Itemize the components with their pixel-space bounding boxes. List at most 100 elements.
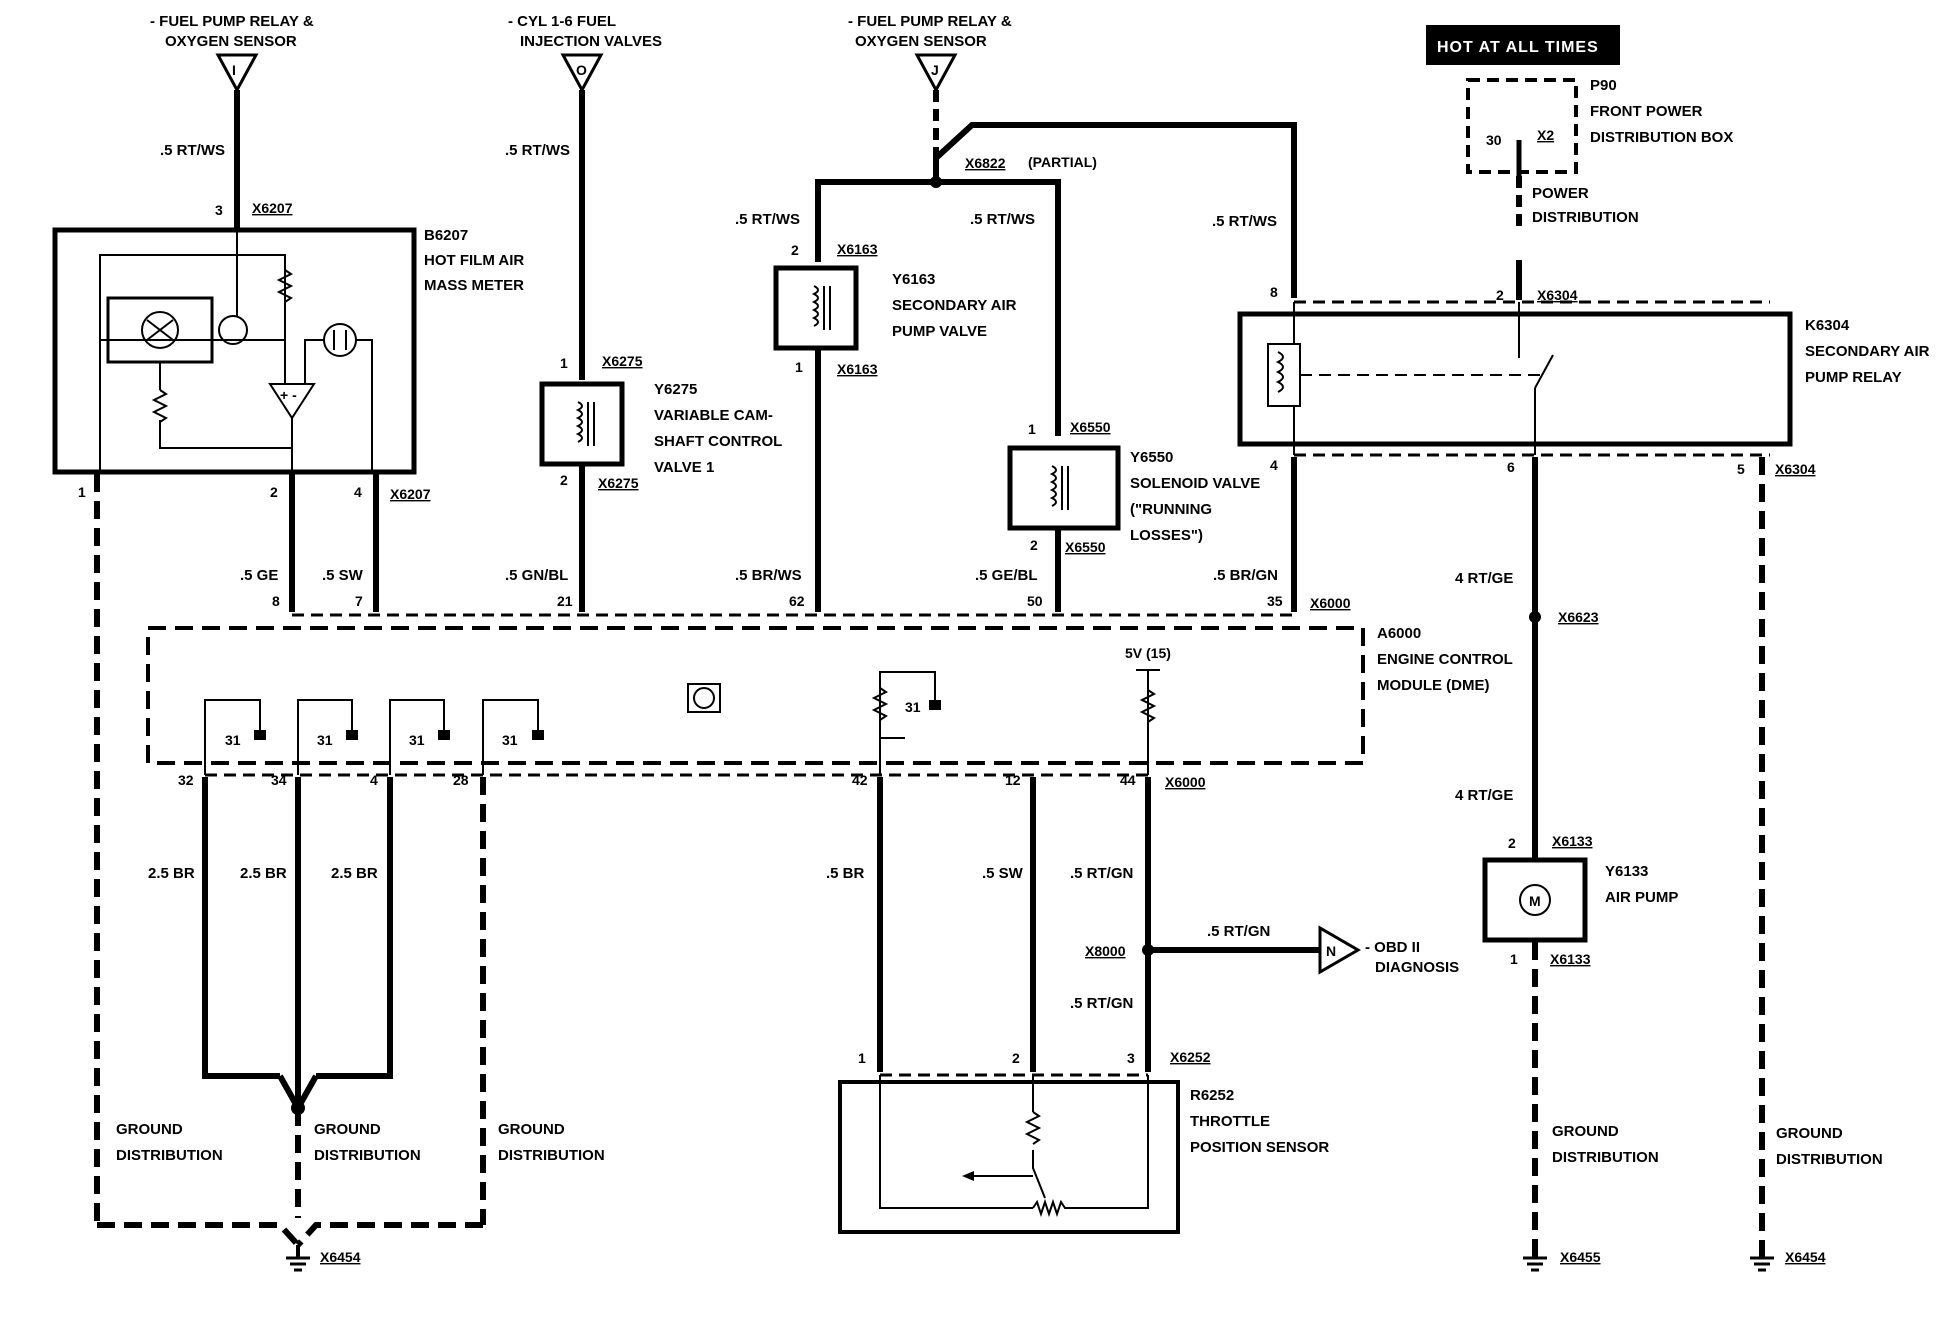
- connector-letter: N: [1326, 943, 1336, 959]
- connector-id: X6455: [1560, 1249, 1601, 1265]
- ground-symbol-icon: [1750, 1256, 1774, 1272]
- ecm-ground-circuit: [482, 699, 539, 775]
- ecm-ground-label: 31: [502, 732, 518, 748]
- wire-label: .5 GE: [240, 567, 278, 584]
- ecm-tps-circuit: [879, 671, 936, 775]
- b6207-internal-wire: [356, 339, 373, 472]
- connector-label-line: - CYL 1-6 FUEL: [508, 13, 616, 30]
- connector-id: X6207: [390, 486, 431, 502]
- pin-number: 3: [215, 202, 223, 218]
- k6304-label-line: SECONDARY AIR: [1805, 343, 1930, 360]
- y6550-label-line: ("RUNNING: [1130, 501, 1212, 518]
- tps-internal-wire: [879, 1075, 1033, 1209]
- connector-id: X6454: [1785, 1249, 1826, 1265]
- pin-number: 2: [1508, 835, 1516, 851]
- pin-number: 34: [271, 772, 287, 788]
- pin-number: 4: [370, 772, 378, 788]
- wire-ground-bus-left: [97, 1222, 301, 1248]
- pin-number: 2: [1012, 1050, 1020, 1066]
- y6163-secondary-air-pump-valve: Y6163 SECONDARY AIR PUMP VALVE: [773, 265, 1017, 351]
- ground-distribution-label: GROUND: [1776, 1125, 1843, 1142]
- pin-number: 8: [1270, 284, 1278, 300]
- p90-pin: 30: [1486, 132, 1502, 148]
- wire-label: .5 BR/WS: [735, 567, 802, 584]
- pin-number: 28: [453, 772, 469, 788]
- relay-coil-box: [1267, 343, 1301, 407]
- y6550-label-line: LOSSES"): [1130, 527, 1203, 544]
- k6304-secondary-air-pump-relay: K6304 SECONDARY AIR PUMP RELAY: [1237, 300, 1930, 457]
- resistor-icon: [1139, 689, 1157, 723]
- r6252-throttle-position-sensor: R6252 THROTTLE POSITION SENSOR: [838, 1073, 1329, 1234]
- pin-number: 42: [852, 772, 868, 788]
- wire-splice-to-y6550: [936, 179, 1061, 436]
- transistor-icon: [218, 315, 248, 345]
- pin-number: 2: [270, 484, 278, 500]
- connector-letter: J: [931, 62, 939, 78]
- ground-distribution-label: DISTRIBUTION: [498, 1147, 605, 1164]
- wire-label: 2.5 BR: [331, 865, 378, 882]
- p90-label-line: DISTRIBUTION BOX: [1590, 129, 1733, 146]
- y6133-label-line: AIR PUMP: [1605, 889, 1678, 906]
- connector-id: X6163: [837, 241, 878, 257]
- pin-number: 1: [78, 484, 86, 500]
- connector-arrow-icon: [914, 53, 958, 94]
- connector-id: X6822: [965, 155, 1006, 171]
- connector-letter: O: [576, 62, 587, 78]
- tps-label-line: POSITION SENSOR: [1190, 1139, 1329, 1156]
- tps-label-line: THROTTLE: [1190, 1113, 1270, 1130]
- y6550-solenoid-valve: Y6550 SOLENOID VALVE ("RUNNING LOSSES"): [1007, 445, 1260, 544]
- resistor-icon: [1032, 1198, 1090, 1218]
- ground-icon: [929, 700, 941, 710]
- wire-splice-to-y6163: [815, 179, 936, 262]
- connector-id: X6275: [598, 475, 639, 491]
- coil-icon: [811, 285, 819, 327]
- resistor-icon: [151, 389, 169, 423]
- ecm-supply-label: 5V (15): [1125, 645, 1171, 661]
- connector-label-line: OXYGEN SENSOR: [165, 33, 297, 50]
- amplifier-sign-label: + -: [280, 387, 297, 403]
- connector-label-line: DIAGNOSIS: [1375, 959, 1459, 976]
- wire-ecm-pin32-ground: [202, 777, 280, 1079]
- hot-at-all-times-banner: HOT AT ALL TIMES: [1426, 25, 1620, 65]
- k6304-label-line: K6304: [1805, 317, 1850, 334]
- pin-number: 4: [1270, 457, 1278, 473]
- pin-number: 6: [1507, 459, 1515, 475]
- wire-label: .5 RT/WS: [505, 142, 570, 159]
- connector-id: X6252: [1170, 1049, 1211, 1065]
- pin-number: 21: [557, 593, 573, 609]
- connector-id: X6623: [1558, 609, 1599, 625]
- connector-label-line: - FUEL PUMP RELAY &: [150, 13, 314, 30]
- wire-label: .5 SW: [322, 567, 364, 584]
- tps-box: [838, 1080, 1180, 1234]
- ecm-chip-icon: [693, 687, 715, 709]
- resistor-icon: [276, 269, 294, 303]
- y6163-label-line: Y6163: [892, 271, 935, 288]
- p90-box: [1466, 78, 1578, 174]
- b6207-hot-film-air-mass-meter: B6207 HOT FILM AIR MASS METER + -: [52, 227, 524, 475]
- tps-wiper: [1032, 1150, 1046, 1199]
- resistor-icon: [1024, 1111, 1042, 1145]
- connector-id: X6454: [320, 1249, 361, 1265]
- connector-id: X6133: [1552, 833, 1593, 849]
- ground-icon: [532, 730, 544, 740]
- ground-distribution-label: GROUND: [116, 1121, 183, 1138]
- wire-ecm-pin4-ground: [316, 777, 393, 1079]
- ground-icon: [346, 730, 358, 740]
- wire-label: 4 RT/GE: [1455, 570, 1513, 587]
- splice-partial-label: (PARTIAL): [1028, 154, 1097, 170]
- b6207-label-line: B6207: [424, 227, 468, 244]
- ground-icon: [254, 730, 266, 740]
- connector-id: X6550: [1070, 419, 1111, 435]
- pin-number: 44: [1120, 772, 1136, 788]
- pin-number: 1: [1028, 421, 1036, 437]
- wire-label: .5 GN/BL: [505, 567, 568, 584]
- y6275-variable-camshaft-valve: Y6275 VARIABLE CAM- SHAFT CONTROL VALVE …: [539, 381, 782, 476]
- ground-distribution-label: GROUND: [314, 1121, 381, 1138]
- pin-number: 4: [354, 484, 362, 500]
- ecm-ground-label: 31: [225, 732, 241, 748]
- sensor-element-icon: [141, 311, 179, 349]
- pin-number: 2: [791, 242, 799, 258]
- b6207-label-line: HOT FILM AIR: [424, 252, 524, 269]
- wire-label: .5 RT/GN: [1070, 995, 1133, 1012]
- relay-switch-contact: [1534, 354, 1554, 389]
